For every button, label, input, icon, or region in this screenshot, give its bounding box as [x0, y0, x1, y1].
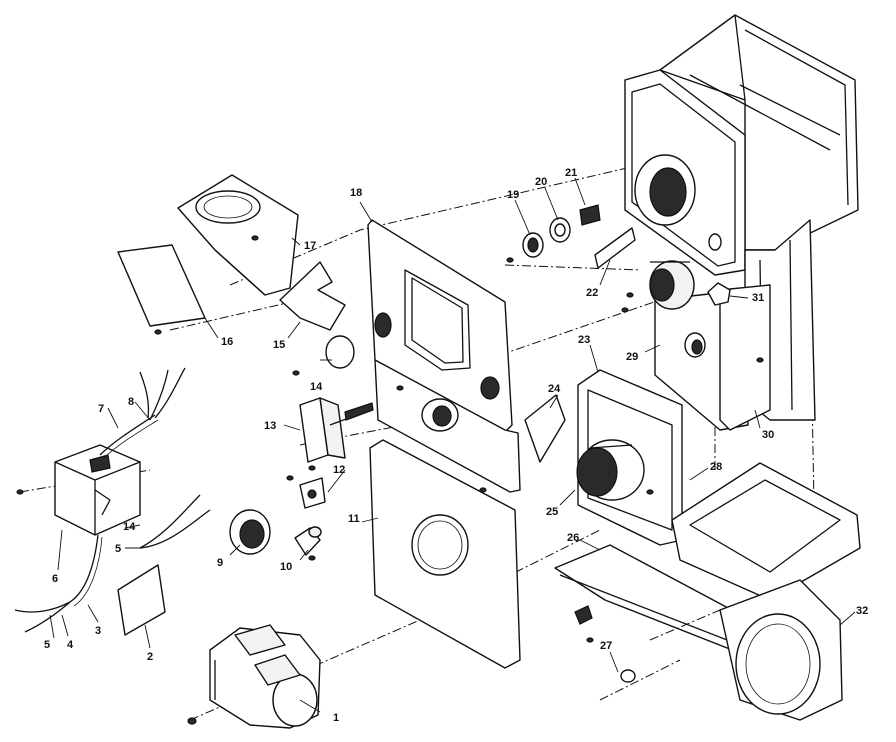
callout-3: 3: [95, 625, 101, 637]
callout-16: 16: [221, 336, 233, 348]
part-11-panel: [369, 439, 521, 669]
leader-lines: [49, 177, 856, 713]
callout-21: 21: [565, 167, 577, 179]
callout-17: 17: [304, 240, 316, 252]
callout-5b: 5: [115, 543, 121, 555]
callout-2: 2: [147, 651, 153, 663]
callout-18: 18: [350, 187, 362, 199]
callout-6: 6: [52, 573, 58, 585]
part-3-conduit: [69, 534, 103, 607]
callout-5a: 5: [44, 639, 50, 651]
callout-11: 11: [348, 513, 360, 525]
callout-32: 32: [856, 605, 868, 617]
part-9-sensor: [229, 509, 271, 555]
part-14-disc: [325, 335, 355, 369]
callout-15: 15: [273, 339, 285, 351]
part-5-wire-leads: [14, 494, 211, 633]
part-28-base-panel: [671, 462, 861, 601]
callout-30: 30: [762, 429, 774, 441]
callout-labels: 1 2 3 4 5 5 6 7 8 14 9 10 11 12 13 14 15…: [44, 167, 868, 724]
callout-28: 28: [710, 461, 722, 473]
part-27-fitting: [574, 605, 636, 683]
callout-31: 31: [752, 292, 764, 304]
callout-14b: 14: [310, 381, 323, 393]
callout-14a: 14: [123, 521, 136, 533]
callout-24: 24: [548, 383, 561, 395]
part-10-fitting: [294, 526, 322, 556]
callout-12: 12: [333, 464, 345, 476]
callout-1: 1: [333, 712, 339, 724]
screws: [16, 235, 764, 725]
callout-29: 29: [626, 351, 638, 363]
callout-22: 22: [586, 287, 598, 299]
part-19-gasket: [522, 232, 544, 258]
callout-23: 23: [578, 334, 590, 346]
callout-25: 25: [546, 506, 558, 518]
callout-4: 4: [67, 639, 74, 651]
part-6-junction-box: [54, 444, 141, 536]
callout-13: 13: [264, 420, 276, 432]
part-8-wires: [139, 367, 186, 421]
callout-7: 7: [98, 403, 104, 415]
callout-20: 20: [535, 176, 547, 188]
part-12-bracket: [299, 477, 326, 509]
part-32-blower: [649, 579, 843, 721]
part-15-bracket: [279, 261, 346, 331]
callout-27: 27: [600, 640, 612, 652]
part-1-burner-motor: [209, 624, 321, 729]
part-25-burner-tube: [576, 439, 645, 501]
part-17-air-intake: [177, 174, 299, 296]
part-31-bracket: [707, 282, 731, 306]
part-2-cover-plate: [117, 564, 166, 636]
part-burner-mount-plate: [374, 359, 521, 493]
callout-10: 10: [280, 561, 292, 573]
part-30-side-panel: [719, 284, 771, 431]
part-18-front-panel: [367, 219, 513, 433]
part-16-cover: [117, 244, 206, 327]
part-21-bracket: [579, 204, 601, 226]
part-13-transformer: [299, 397, 374, 463]
callout-19: 19: [507, 189, 519, 201]
callout-9: 9: [217, 557, 223, 569]
part-22-plate: [594, 227, 636, 269]
part-flue-collar: [649, 260, 695, 310]
part-20-gasket: [549, 217, 571, 243]
callout-8: 8: [128, 396, 134, 408]
part-24-gasket: [524, 394, 566, 463]
callout-26: 26: [567, 532, 579, 544]
